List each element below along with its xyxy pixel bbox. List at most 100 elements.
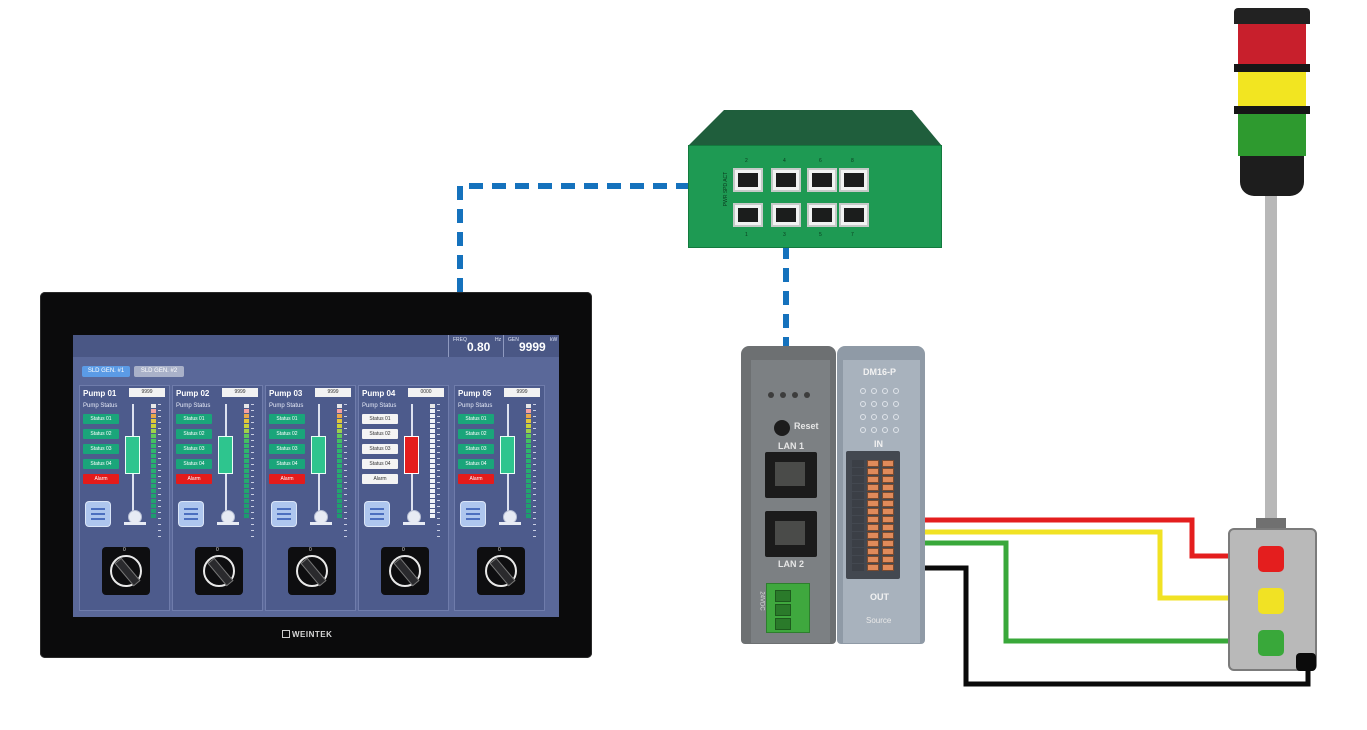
lan1-port[interactable]	[765, 452, 817, 498]
meter-tick	[158, 494, 161, 499]
switch-port-bottom[interactable]	[839, 203, 869, 227]
meter-tick	[251, 500, 254, 505]
port-number-bottom: 1	[745, 232, 748, 238]
knob-ring	[389, 555, 421, 587]
tab-sld-gen-2[interactable]: SLD GEN. #2	[134, 366, 184, 377]
status-button[interactable]: Status 02	[362, 429, 398, 439]
status-button[interactable]: Status 03	[362, 444, 398, 454]
switch-port-top[interactable]	[839, 168, 869, 192]
alarm-button[interactable]: Alarm	[83, 474, 119, 484]
meter-segment	[337, 489, 342, 493]
io-led	[882, 388, 888, 394]
terminal-slot	[867, 532, 879, 539]
status-button[interactable]: Status 04	[176, 459, 212, 469]
status-button[interactable]: Status 02	[176, 429, 212, 439]
switch-port-bottom[interactable]	[771, 203, 801, 227]
speed-slider-thumb[interactable]	[500, 436, 515, 474]
switch-port-bottom[interactable]	[733, 203, 763, 227]
terminal-slot	[867, 460, 879, 467]
switch-port-top[interactable]	[807, 168, 837, 192]
status-button[interactable]: Status 03	[83, 444, 119, 454]
alarm-button[interactable]: Alarm	[269, 474, 305, 484]
level-meter	[526, 404, 531, 522]
meter-tick	[437, 512, 440, 517]
status-button[interactable]: Status 01	[269, 414, 305, 424]
selector-knob[interactable]: 0	[195, 547, 243, 595]
meter-tick	[158, 488, 161, 493]
status-button[interactable]: Status 02	[83, 429, 119, 439]
meter-segment	[151, 499, 156, 503]
power-terminal[interactable]	[766, 583, 810, 633]
alarm-button[interactable]: Alarm	[458, 474, 494, 484]
yellow-lamp	[1258, 588, 1284, 614]
speed-slider-thumb[interactable]	[404, 436, 419, 474]
meter-segment	[526, 449, 531, 453]
list-icon[interactable]	[461, 502, 485, 526]
hmi-touch-panel: FREQ 0.80 Hz GEN 9999 kW SLD GEN. #1 SLD…	[40, 292, 592, 658]
meter-segment	[151, 444, 156, 448]
selector-knob[interactable]: 0	[381, 547, 429, 595]
meter-segment	[337, 469, 342, 473]
list-icon[interactable]	[179, 502, 203, 526]
meter-segment	[244, 449, 249, 453]
status-button[interactable]: Status 01	[362, 414, 398, 424]
meter-segment	[151, 459, 156, 463]
meter-tick	[437, 494, 440, 499]
switch-port-top[interactable]	[771, 168, 801, 192]
terminal-slot	[867, 564, 879, 571]
speed-slider-thumb[interactable]	[218, 436, 233, 474]
meter-segment	[337, 494, 342, 498]
status-button[interactable]: Status 01	[176, 414, 212, 424]
meter-segment	[244, 479, 249, 483]
status-button[interactable]: Status 01	[458, 414, 494, 424]
meter-segment	[430, 479, 435, 483]
speed-slider-thumb[interactable]	[311, 436, 326, 474]
source-label: Source	[866, 616, 892, 625]
meter-ticks	[251, 404, 261, 537]
tower-light-red	[1238, 24, 1306, 66]
meter-tick	[344, 410, 347, 415]
meter-tick	[158, 458, 161, 463]
status-button[interactable]: Status 04	[362, 459, 398, 469]
reset-button[interactable]	[774, 420, 790, 436]
status-button[interactable]: Status 03	[176, 444, 212, 454]
status-button[interactable]: Status 01	[83, 414, 119, 424]
lan2-port[interactable]	[765, 511, 817, 557]
status-button[interactable]: Status 03	[458, 444, 494, 454]
selector-knob[interactable]: 0	[288, 547, 336, 595]
meter-segment	[151, 479, 156, 483]
list-icon[interactable]	[86, 502, 110, 526]
meter-tick	[437, 422, 440, 427]
status-button[interactable]: Status 02	[458, 429, 494, 439]
io-led	[871, 427, 877, 433]
meter-segment	[337, 499, 342, 503]
terminal-slot	[852, 476, 864, 483]
meter-tick	[533, 416, 536, 421]
selector-knob[interactable]: 0	[102, 547, 150, 595]
port-number-top: 4	[783, 158, 786, 164]
status-button[interactable]: Status 02	[269, 429, 305, 439]
status-button[interactable]: Status 04	[83, 459, 119, 469]
alarm-button[interactable]: Alarm	[362, 474, 398, 484]
selector-knob[interactable]: 0	[477, 547, 525, 595]
status-button[interactable]: Status 04	[458, 459, 494, 469]
meter-segment	[526, 504, 531, 508]
meter-tick	[437, 470, 440, 475]
tab-sld-gen-1[interactable]: SLD GEN. #1	[82, 366, 130, 377]
terminal-slot	[867, 516, 879, 523]
status-button[interactable]: Status 04	[269, 459, 305, 469]
status-button[interactable]: Status 03	[269, 444, 305, 454]
switch-port-bottom[interactable]	[807, 203, 837, 227]
meter-segment	[151, 429, 156, 433]
alarm-button[interactable]: Alarm	[176, 474, 212, 484]
switch-port-top[interactable]	[733, 168, 763, 192]
list-icon[interactable]	[272, 502, 296, 526]
level-meter	[151, 404, 156, 522]
tower-separator	[1234, 64, 1310, 72]
list-icon[interactable]	[365, 502, 389, 526]
meter-segment	[337, 434, 342, 438]
speed-slider-thumb[interactable]	[125, 436, 140, 474]
motor-icon	[499, 510, 521, 525]
meter-tick	[344, 494, 347, 499]
motor-icon	[124, 510, 146, 525]
